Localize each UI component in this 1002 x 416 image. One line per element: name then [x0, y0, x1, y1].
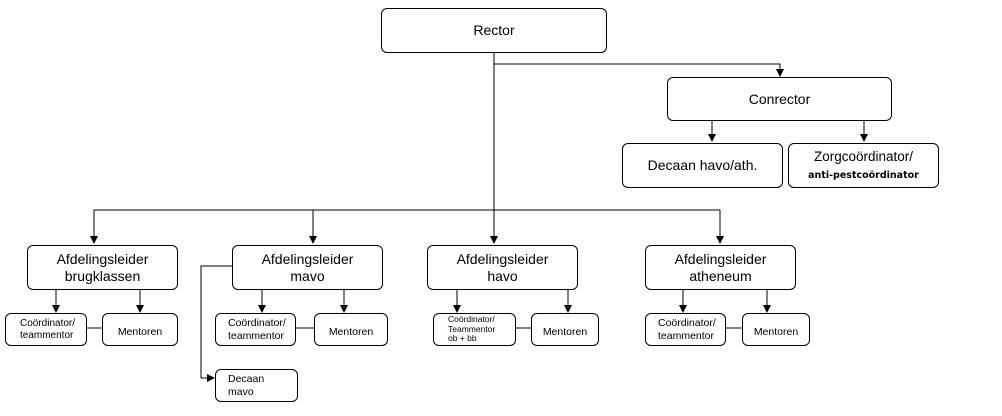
afdelingsleider-atheneum-box: Afdelingsleider atheneum	[645, 245, 796, 290]
afdelingsleider-atheneum-line1: Afdelingsleider	[674, 250, 767, 267]
ath-coordinator-box: Coördinator/ teammentor	[645, 313, 726, 346]
zorgcoordinator-label: Zorgcoördinator/	[813, 149, 914, 165]
afdelingsleider-havo-line1: Afdelingsleider	[456, 250, 549, 267]
brug-coordinator-box: Coördinator/ teammentor	[5, 313, 87, 346]
anti-pest-label: anti-pestcoördinator	[808, 170, 919, 182]
decaan-havo-box: Decaan havo/ath.	[622, 143, 783, 188]
ath-mentoren-label: Mentoren	[753, 326, 799, 339]
havo-coordinator-line1: Coördinator/	[448, 314, 495, 325]
ath-coordinator-line1: Coördinator/	[658, 316, 716, 329]
afdelingsleider-mavo-line2: mavo	[290, 267, 325, 284]
afdelingsleider-brugklassen-line2: brugklassen	[64, 267, 141, 284]
decaan-mavo-line2: mavo	[228, 385, 254, 398]
conrector-label: Conrector	[748, 90, 811, 107]
ath-coordinator-line2: teammentor	[658, 329, 715, 342]
rector-box: Rector	[381, 8, 607, 53]
brug-mentoren-label: Mentoren	[117, 326, 163, 339]
decaan-mavo-line1: Decaan	[228, 372, 265, 385]
havo-mentoren-label: Mentoren	[542, 326, 588, 339]
havo-coordinator-line3: ob + bb	[448, 333, 477, 344]
rector-label: Rector	[473, 22, 515, 39]
havo-mentoren-box: Mentoren	[531, 313, 599, 346]
afdelingsleider-brugklassen-line1: Afdelingsleider	[56, 250, 149, 267]
havo-coordinator-line2: Teammentor	[448, 323, 496, 334]
afdelingsleider-mavo-box: Afdelingsleider mavo	[232, 245, 383, 290]
conrector-box: Conrector	[667, 77, 892, 121]
afdelingsleider-brugklassen-box: Afdelingsleider brugklassen	[27, 245, 178, 290]
afdelingsleider-atheneum-line2: atheneum	[689, 267, 752, 284]
mavo-mentoren-label: Mentoren	[328, 326, 374, 339]
connector-mavo-decaan	[200, 265, 232, 382]
afdelingsleider-havo-box: Afdelingsleider havo	[427, 245, 578, 290]
mavo-coordinator-box: Coördinator/ teammentor	[215, 313, 296, 346]
afdelingsleider-mavo-line1: Afdelingsleider	[261, 250, 354, 267]
decaan-havo-label: Decaan havo/ath.	[647, 157, 758, 174]
connector-rector-conrector	[494, 63, 784, 77]
zorgcoordinator-box: Zorgcoördinator/ anti-pestcoördinator	[788, 143, 939, 188]
brug-coordinator-line1: Coördinator/	[20, 317, 76, 329]
mavo-coordinator-line2: teammentor	[228, 329, 285, 342]
mavo-coordinator-line1: Coördinator/	[228, 316, 286, 329]
brug-mentoren-box: Mentoren	[102, 313, 178, 346]
mavo-mentoren-box: Mentoren	[314, 313, 388, 346]
ath-mentoren-box: Mentoren	[742, 313, 810, 346]
decaan-mavo-box: Decaan mavo	[215, 369, 298, 402]
afdelingsleider-havo-line2: havo	[487, 267, 518, 284]
brug-coordinator-line2: teammentor	[20, 329, 74, 341]
havo-coordinator-box: Coördinator/ Teammentor ob + bb	[433, 313, 516, 346]
